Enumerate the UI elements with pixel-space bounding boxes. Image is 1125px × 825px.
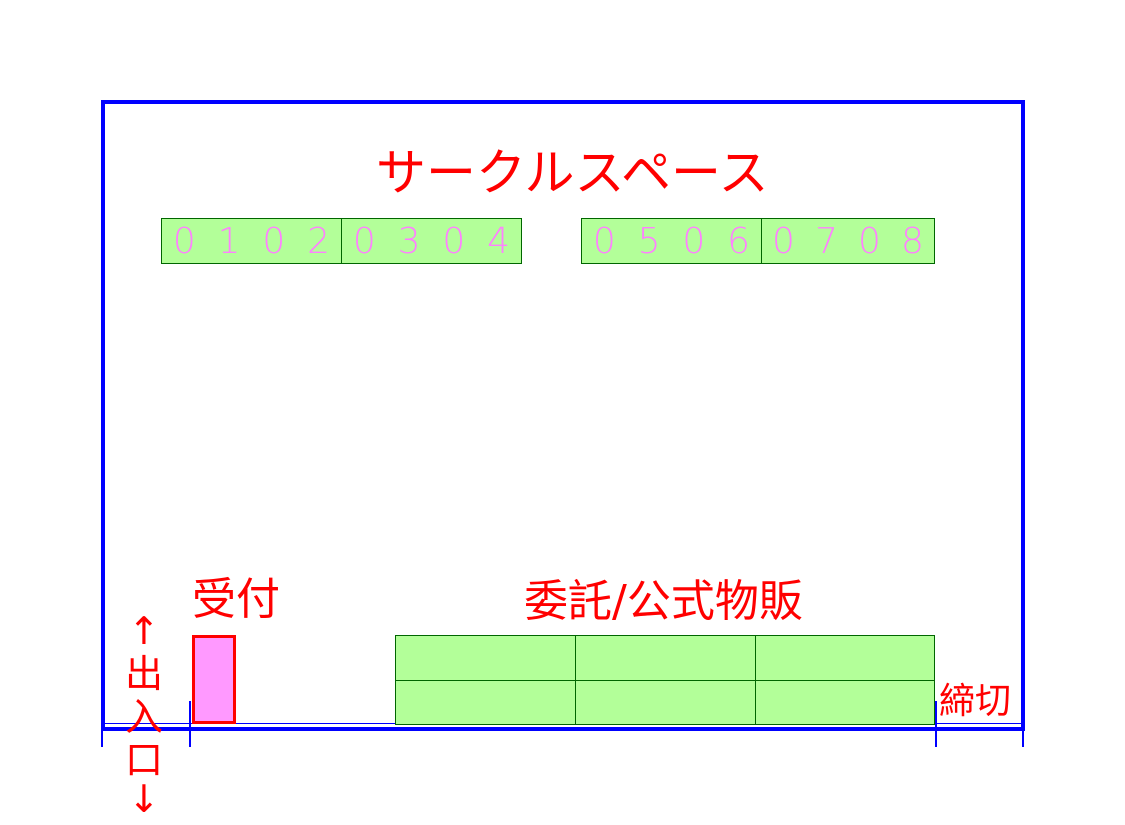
wall-bottom bbox=[101, 727, 1025, 731]
booth-digit: 0 bbox=[262, 220, 286, 262]
booth-digit: 8 bbox=[901, 220, 924, 262]
tick-marker bbox=[935, 701, 937, 747]
booth-digit: 1 bbox=[217, 220, 241, 262]
consignment-table[interactable] bbox=[755, 635, 935, 681]
booth-digit: 0 bbox=[172, 220, 196, 262]
booth-digit: 0 bbox=[772, 220, 795, 262]
consignment-label: 委託/公式物販 bbox=[524, 576, 803, 627]
booth-digit: 0 bbox=[442, 220, 466, 262]
booth-digit: 4 bbox=[487, 220, 511, 262]
circle-space-title: サークルスペース bbox=[376, 144, 769, 202]
consignment-table[interactable] bbox=[395, 635, 576, 681]
booth-digit: 0 bbox=[592, 220, 616, 262]
entrance-label-char: 出 bbox=[125, 652, 164, 696]
booth-digit: 3 bbox=[397, 220, 421, 262]
tick-marker bbox=[101, 727, 103, 747]
booth-digit: 5 bbox=[637, 220, 661, 262]
tick-marker bbox=[189, 701, 191, 747]
entrance-label-char: 口 bbox=[125, 738, 164, 782]
booth-digit: 2 bbox=[307, 220, 331, 262]
consignment-table[interactable] bbox=[395, 680, 576, 725]
wall-right bbox=[1021, 100, 1025, 731]
wall-top bbox=[101, 100, 1025, 104]
booth-digit: 0 bbox=[352, 220, 376, 262]
booth-digit: 0 bbox=[682, 220, 706, 262]
consignment-table[interactable] bbox=[575, 680, 756, 725]
tick-marker bbox=[1022, 701, 1024, 747]
consignment-table[interactable] bbox=[755, 680, 935, 725]
up-arrow-icon: ↑ bbox=[128, 609, 160, 653]
booth-digit: 7 bbox=[815, 220, 838, 262]
wall-left bbox=[101, 100, 105, 731]
entrance-label-char: 入 bbox=[125, 695, 164, 739]
reception-desk[interactable] bbox=[192, 635, 236, 724]
booth-digit: 0 bbox=[858, 220, 881, 262]
down-arrow-icon: ↓ bbox=[128, 777, 160, 821]
consignment-table[interactable] bbox=[575, 635, 756, 681]
booth-digit: 6 bbox=[727, 220, 751, 262]
closed-label: 締切 bbox=[939, 681, 1012, 722]
reception-label: 受付 bbox=[192, 574, 280, 625]
